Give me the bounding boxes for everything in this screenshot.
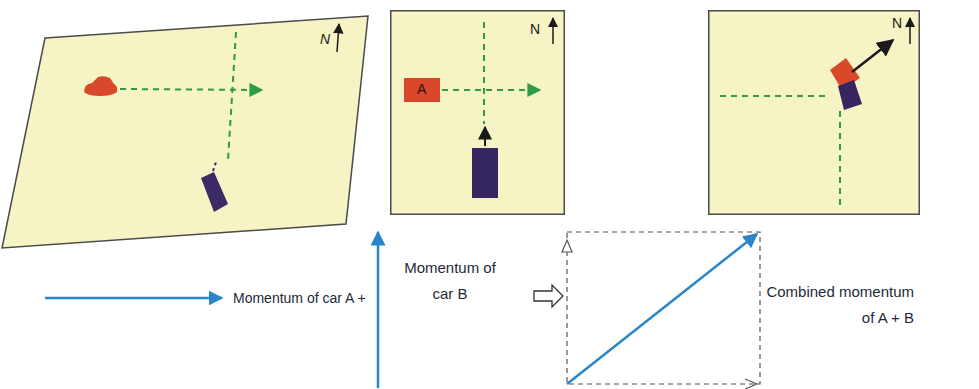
car-direction-arrow — [484, 127, 486, 146]
open-arrowhead — [745, 379, 757, 389]
momentum-vector — [45, 297, 222, 300]
car-b — [472, 148, 498, 198]
panel-ground — [390, 10, 565, 215]
car-b — [201, 172, 228, 212]
path-line — [213, 162, 216, 171]
car-a — [84, 76, 117, 96]
north-label: N — [530, 22, 540, 37]
north-arrow — [552, 18, 554, 44]
open-arrowhead — [562, 240, 572, 252]
panel-border — [391, 11, 565, 215]
north-arrow — [909, 18, 911, 44]
collision-panel: N — [708, 10, 920, 215]
path-line — [228, 32, 236, 160]
resultant-label: Combined momentum of A + B — [764, 279, 914, 331]
vector-label: Momentum of car B — [404, 255, 496, 307]
implies-arrow — [534, 285, 563, 307]
panel-border — [2, 16, 368, 248]
panel-border — [709, 11, 920, 215]
vector-label: Momentum of car A + — [233, 285, 366, 311]
panel-ground — [2, 16, 368, 248]
path-line — [483, 22, 485, 124]
resultant-vector — [567, 234, 757, 384]
perspective-panel: N — [0, 14, 370, 250]
plan-panel: NA — [390, 10, 565, 215]
path-line — [120, 89, 262, 90]
panel-outline — [390, 10, 565, 215]
panel-outline — [0, 14, 370, 250]
path-line — [839, 106, 841, 205]
parallelogram-box — [567, 232, 760, 384]
north-label: N — [892, 16, 902, 31]
car-a-box: A — [404, 78, 440, 102]
combined-direction-arrow — [852, 40, 893, 72]
car-label: A — [417, 82, 426, 97]
car-b — [838, 80, 862, 110]
panel-outline — [708, 10, 920, 215]
path-line — [442, 89, 540, 91]
path-line — [720, 95, 826, 97]
panel-ground — [708, 10, 920, 215]
momentum-vector — [377, 232, 380, 388]
north-label: N — [320, 32, 330, 47]
north-arrow — [337, 24, 339, 52]
